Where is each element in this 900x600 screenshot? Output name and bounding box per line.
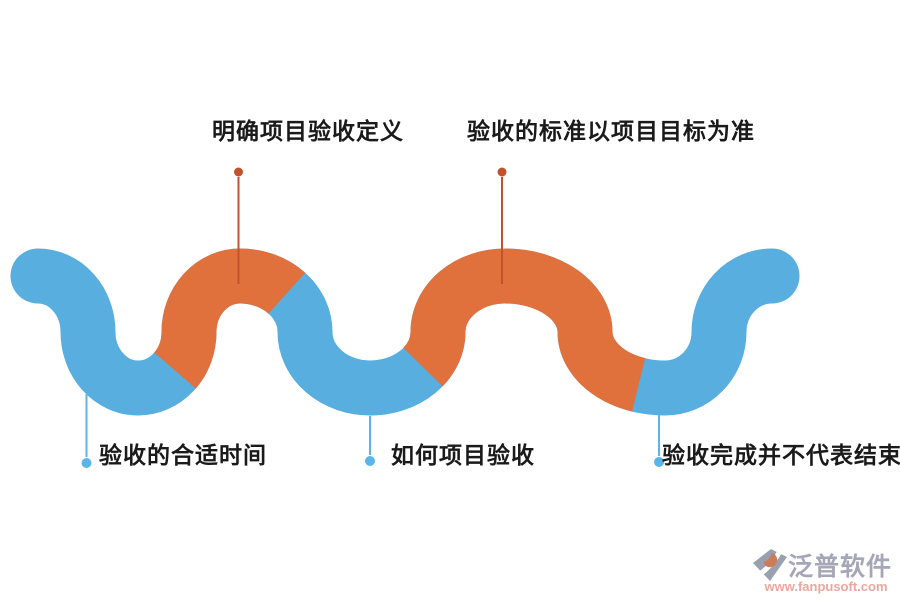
connector-dot-timing xyxy=(81,458,92,468)
bottom-label-acceptance-not-end: 验收完成并不代表结束 xyxy=(662,442,900,468)
connector-dot-standard xyxy=(497,167,507,177)
top-connectors xyxy=(234,167,507,284)
bottom-label-how-to-accept: 如何项目验收 xyxy=(391,442,535,468)
brand-name: 泛普软件 xyxy=(788,553,893,581)
top-label-define-acceptance: 明确项目验收定义 xyxy=(212,118,404,144)
connector-dot-define xyxy=(234,167,243,177)
connector-dot-how xyxy=(365,456,375,466)
fanpu-watermark: 泛普软件 www.fanpusoft.com xyxy=(752,547,900,594)
bottom-connectors xyxy=(81,394,664,468)
wave-ribbon-blue xyxy=(10,248,800,416)
bottom-label-acceptance-timing: 验收的合适时间 xyxy=(99,442,267,468)
fanpu-logo-icon xyxy=(753,548,787,581)
top-label-acceptance-standard: 验收的标准以项目目标为准 xyxy=(467,118,755,144)
connector-dot-not-end xyxy=(654,457,664,467)
brand-url: www.fanpusoft.com xyxy=(764,579,888,594)
